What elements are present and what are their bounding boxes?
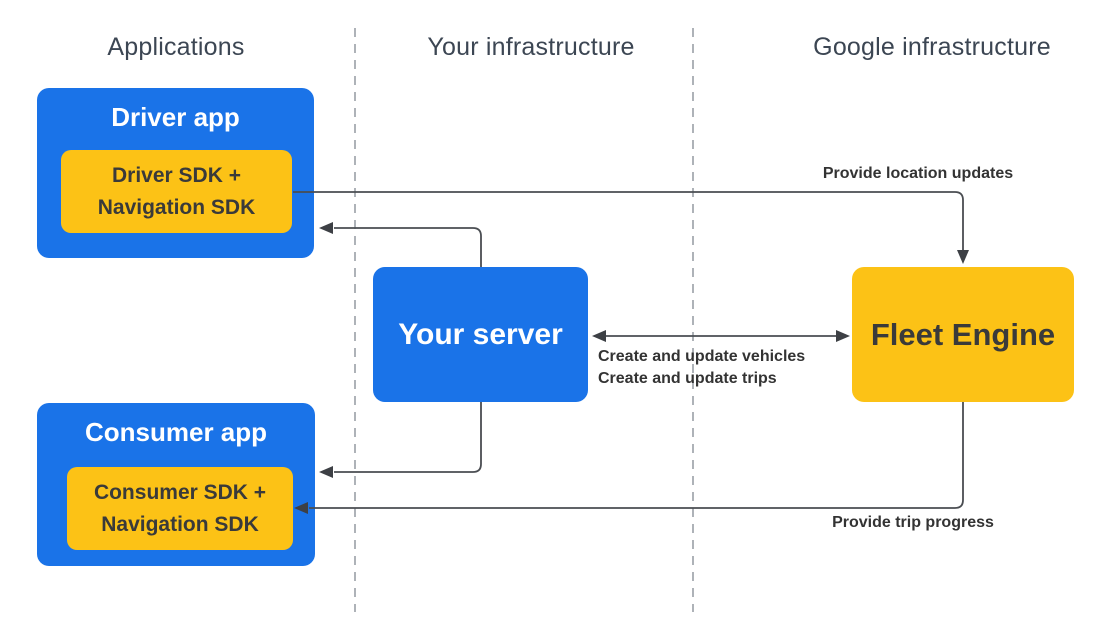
driver-sdk-line2: Navigation SDK [97, 195, 256, 219]
fleet-engine-title: Fleet Engine [870, 316, 1056, 352]
consumer-app-node: Consumer app Consumer SDK + Navigation S… [37, 403, 315, 566]
edge-driver-sdk-to-fleet-engine [293, 191, 969, 264]
arrow-right-icon [836, 330, 850, 342]
column-header-google-infrastructure: Google infrastructure [813, 33, 1051, 61]
edge-label-create-vehicles: Create and update vehicles [598, 348, 806, 365]
consumer-sdk-line1: Consumer SDK + [93, 481, 267, 504]
fleet-engine-node: Fleet Engine [852, 267, 1074, 402]
column-header-your-infrastructure: Your infrastructure [427, 33, 635, 61]
your-server-title: Your server [398, 317, 563, 351]
edge-your-server-to-driver-app [319, 222, 482, 267]
arrow-left-icon [319, 466, 333, 478]
consumer-app-title: Consumer app [84, 417, 268, 447]
edge-your-server-fleet-engine-bidirectional [592, 330, 850, 342]
edge-label-create-trips: Create and update trips [598, 370, 777, 387]
edge-label-provide-trip-progress: Provide trip progress [832, 514, 994, 531]
consumer-sdk-node: Consumer SDK + Navigation SDK [67, 467, 293, 550]
edge-your-server-to-consumer-app [319, 402, 482, 478]
consumer-sdk-line2: Navigation SDK [101, 512, 259, 536]
driver-sdk-node: Driver SDK + Navigation SDK [61, 150, 292, 233]
driver-app-node: Driver app Driver SDK + Navigation SDK [37, 88, 314, 258]
arrow-down-icon [957, 250, 969, 264]
arrow-left-icon [319, 222, 333, 234]
your-server-node: Your server [373, 267, 588, 402]
arrow-left-icon [592, 330, 606, 342]
edge-fleet-engine-to-consumer-sdk [294, 402, 964, 514]
driver-sdk-line1: Driver SDK + [112, 164, 241, 187]
edge-label-create-update: Create and update vehicles Create and up… [598, 346, 805, 390]
edge-label-provide-location-updates: Provide location updates [822, 165, 1014, 182]
column-header-applications: Applications [107, 33, 245, 61]
driver-app-title: Driver app [111, 102, 240, 132]
